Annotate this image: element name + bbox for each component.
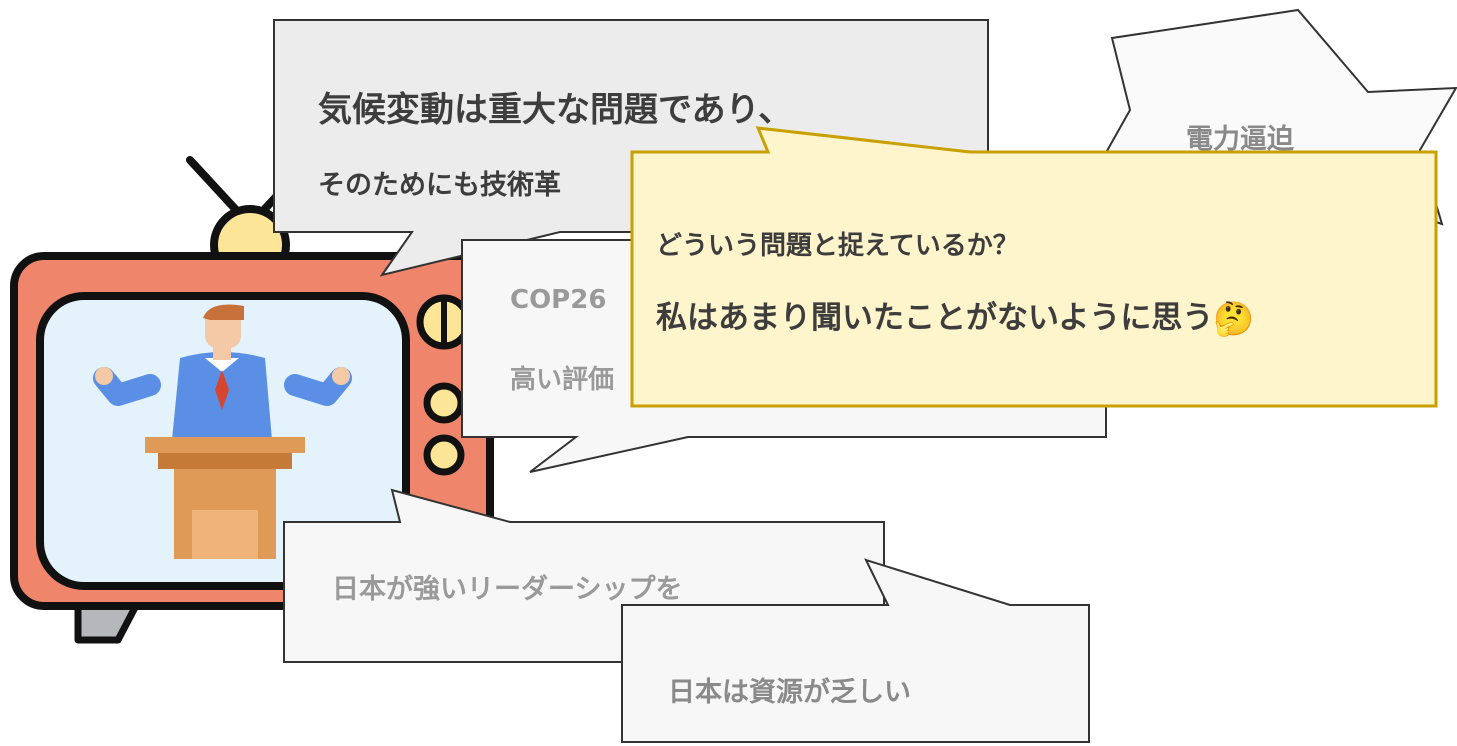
thinking-face-icon: 🤔 (1213, 299, 1255, 338)
resources-bubble (621, 558, 1090, 743)
thought-line1: どういう問題と捉えているか？ (656, 231, 1019, 261)
leadership-text: 日本が強いリーダーシップを (332, 574, 683, 605)
resources-text: 日本は資源が乏しい (668, 677, 911, 708)
thought-line2: 私はあまり聞いたことがないように思う (656, 300, 1214, 336)
main-statement-line1: 気候変動は重大な問題であり、 (318, 90, 793, 130)
cop26-line2: 高い評価 (510, 365, 615, 395)
power-shortage-text: 電力逼迫 (1186, 124, 1294, 155)
speaker-icon (93, 304, 352, 440)
cop26-line1: COP26 (510, 285, 607, 315)
podium-icon (145, 437, 305, 559)
thought-bubble (630, 126, 1438, 408)
thought-line2-row: 私はあまり聞いたことがないように思う🤔 (656, 292, 1254, 339)
main-statement-line2: そのためにも技術革 (318, 170, 561, 201)
